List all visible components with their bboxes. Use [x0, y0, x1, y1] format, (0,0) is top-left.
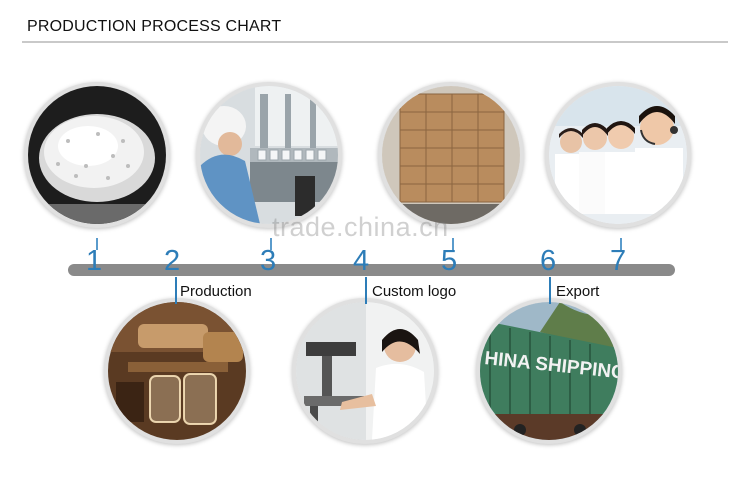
- step-number-5: 5: [441, 245, 458, 277]
- tick-step-1: [96, 238, 98, 250]
- step-number-2: 2: [164, 245, 181, 277]
- step-number-3: 3: [260, 245, 277, 277]
- page-title: PRODUCTION PROCESS CHART: [27, 18, 282, 35]
- step-number-1: 1: [86, 245, 103, 277]
- connector-step-2: [175, 277, 177, 304]
- photo-packed-cartons: [382, 86, 520, 224]
- step-label-production: Production: [180, 283, 252, 300]
- photo-shipping-container: HINA SHIPPING: [480, 302, 618, 440]
- timeline-bar: [68, 264, 675, 276]
- tick-step-5: [452, 238, 454, 250]
- step-number-6: 6: [540, 245, 557, 277]
- tick-step-3: [270, 238, 272, 250]
- connector-step-4: [365, 277, 367, 304]
- step-label-custom-logo: Custom logo: [372, 283, 457, 300]
- photo-factory-workers: [200, 86, 338, 224]
- step-number-4: 4: [353, 245, 370, 277]
- photo-customer-service: [549, 86, 687, 224]
- photo-logo-printing: [296, 302, 434, 440]
- connector-step-6: [549, 277, 551, 304]
- step-number-7: 7: [610, 245, 627, 277]
- step-label-export: Export: [556, 283, 600, 300]
- photo-raw-material: [28, 86, 166, 224]
- photo-glass-jar-production: [108, 302, 246, 440]
- title-divider: [22, 41, 728, 43]
- tick-step-7: [620, 238, 622, 250]
